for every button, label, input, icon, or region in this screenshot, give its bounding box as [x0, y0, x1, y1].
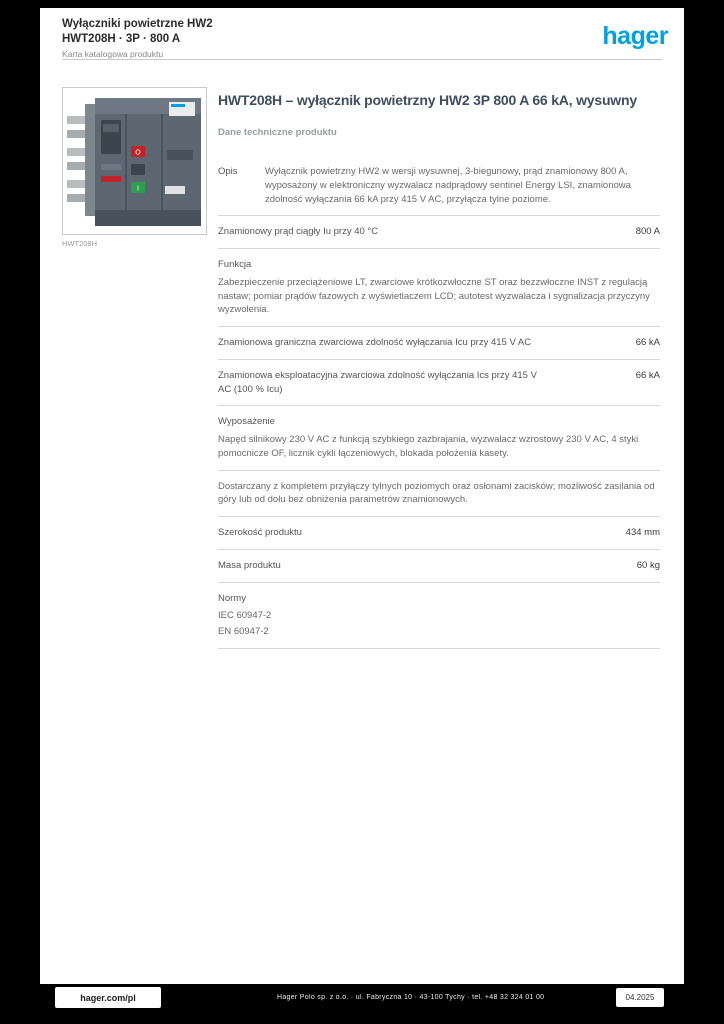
hager-logo: hager — [602, 22, 668, 50]
spec-label: Masa produktu — [218, 560, 281, 572]
terminal-fins — [67, 116, 93, 202]
spec-text: Wyłącznik powietrzny HW2 w wersji wysuwn… — [265, 166, 631, 205]
spec-value: 60 kg — [636, 560, 660, 572]
header-subtitle: Karta katalogowa produktu — [62, 49, 164, 59]
circuit-breaker-image: O I — [67, 98, 201, 226]
spec-row: Opis Wyłącznik powietrzny HW2 w wersji wy… — [218, 156, 660, 217]
section-title: Dane techniczne produktu — [218, 127, 337, 138]
spec-value-line: IEC 60947-2 — [218, 609, 272, 621]
website-link[interactable]: hager.com/pl — [55, 987, 161, 1008]
header-product-family: Wyłączniki powietrzne HW2 — [62, 18, 213, 30]
spec-label: Znamionowa eksploatacyjna zwarciowa zdol… — [218, 369, 537, 395]
svg-text:I: I — [137, 186, 139, 193]
spec-row: Znamionowy prąd ciągły Iu przy 40 °C 800 … — [218, 216, 660, 250]
spec-value: 66 kA — [635, 369, 660, 381]
spec-value-line: EN 60947-2 — [218, 626, 269, 638]
spec-value: 434 mm — [625, 527, 660, 539]
header-divider — [62, 59, 662, 60]
spec-label: Szerokość produktu — [218, 527, 302, 539]
spec-label: Znamionowa graniczna zwarciowa zdolność … — [218, 337, 532, 349]
spec-text: Napęd silnikowy 230 V AC z funkcją szybk… — [218, 434, 639, 459]
product-title: HWT208H – wyłącznik powietrzny HW2 3P 80… — [218, 92, 637, 108]
product-image-frame: O I — [62, 87, 207, 235]
spec-row: Dostarczany z kompletem przyłączy tylnyc… — [218, 471, 660, 518]
spec-value: 66 kA — [635, 337, 660, 349]
svg-text:O: O — [135, 150, 141, 157]
spec-row: Znamionowa eksploatacyjna zwarciowa zdol… — [218, 360, 660, 407]
spec-label: Wyposażenie — [218, 416, 275, 428]
company-address: Hager Polo sp. z o.o. · ul. Fabryczna 10… — [277, 994, 545, 1001]
spec-text: Zabezpieczenie przeciążeniowe LT, zwarci… — [218, 276, 650, 316]
spec-text: Dostarczany z kompletem przyłączy tylnyc… — [218, 480, 655, 506]
document-date: 04.2025 — [616, 988, 664, 1007]
spec-label: Opis — [218, 166, 238, 177]
spec-value: 800 A — [635, 226, 660, 238]
spec-row: Masa produktu 60 kg — [218, 550, 660, 583]
spec-label: Znamionowy prąd ciągły Iu przy 40 °C — [218, 226, 379, 238]
product-image-caption: HWT208H — [62, 239, 98, 248]
spec-row: Szerokość produktu 434 mm — [218, 517, 660, 551]
spec-label: Normy — [218, 592, 246, 604]
spec-row: Znamionowa graniczna zwarciowa zdolność … — [218, 327, 660, 360]
datasheet-page: Wyłączniki powietrzne HW2 HWT208H · 3P ·… — [40, 8, 684, 984]
specs-table: Opis Wyłącznik powietrzny HW2 w wersji wy… — [218, 156, 660, 650]
header-reference: HWT208H · 3P · 800 A — [62, 33, 181, 45]
spec-label: Funkcja — [218, 259, 252, 271]
